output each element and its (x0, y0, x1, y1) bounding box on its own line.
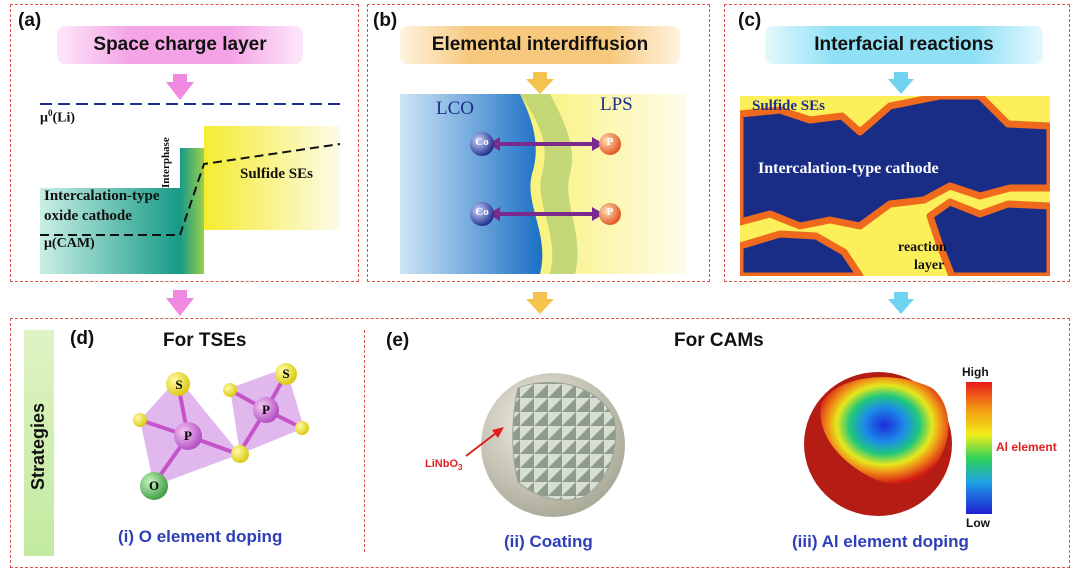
panel-b-title: Elemental interdiffusion (400, 26, 680, 64)
panel-c-to-strategy-arrow-icon (888, 292, 914, 314)
strategies-label: Strategies (28, 402, 48, 490)
mu-cam-line (40, 143, 341, 236)
sulfide-label-c: Sulfide SEs (752, 98, 825, 114)
s-atom-small-1 (133, 413, 147, 427)
panel-a-title: Space charge layer (57, 26, 303, 64)
caption-al-doping: (iii) Al element doping (792, 532, 969, 551)
strategies-side-bar (24, 330, 54, 556)
s-atom-bridge (231, 445, 249, 463)
lco-region (400, 94, 543, 274)
panel-e-title: For CAMs (674, 330, 764, 351)
co-label-bottom: Co (475, 206, 489, 218)
cathode-label-c: Intercalation-type cathode (758, 160, 939, 177)
panel-b-label: (b) (373, 10, 398, 31)
co-atom-bottom (470, 202, 494, 226)
caption-coating: (ii) Coating (504, 532, 593, 551)
interdiffusion-diagram (400, 94, 686, 274)
panel-e-label: (e) (386, 330, 410, 351)
interphase-label: Interphase (160, 137, 172, 188)
cathode-grain-top (740, 96, 1050, 230)
p-label-top: P (606, 136, 614, 148)
coated-particle (481, 373, 625, 517)
cathode-block (40, 188, 180, 274)
reaction-layer-label-line2: layer (914, 258, 945, 273)
electrolyte-label-a: Sulfide SEs (240, 166, 313, 182)
panel-a-label: (a) (18, 10, 42, 31)
cathode-label-line2: oxide cathode (44, 208, 132, 224)
particle-cutaway (820, 377, 949, 484)
interfacial-reaction-diagram (740, 96, 1050, 276)
o-atom (140, 472, 168, 500)
lps-label: LPS (600, 94, 633, 115)
p-label-bottom: P (606, 206, 614, 218)
cathode-grain-bottom-right (926, 198, 1050, 276)
panel-b-to-strategy-arrow-icon (526, 292, 554, 314)
caption-o-doping: (i) O element doping (118, 527, 283, 546)
panel-c-frame (724, 4, 1070, 282)
panel-a-frame (10, 4, 359, 282)
p-atom-right (253, 397, 279, 423)
o-doped-molecule (133, 363, 309, 500)
strategies-frame (10, 318, 1070, 568)
interphase-block (180, 148, 204, 274)
s-atom-small-3 (295, 421, 309, 435)
p-atom-top (599, 133, 621, 155)
s-atom-right (275, 363, 297, 385)
atom-label-s-right: S (282, 366, 290, 381)
co-label-top: Co (475, 136, 489, 148)
panel-d-label: (d) (70, 328, 95, 349)
atom-label-s-left: S (175, 377, 183, 392)
panel-d-title: For TSEs (163, 330, 247, 351)
electrolyte-block (204, 126, 340, 230)
space-charge-diagram (40, 103, 341, 274)
s-atom-left (166, 372, 190, 396)
mixed-region (520, 94, 578, 274)
p-atom-bottom (599, 203, 621, 225)
arrow-head-top-right (592, 137, 604, 151)
panel-c-title: Interfacial reactions (765, 26, 1043, 64)
panel-a-to-strategy-arrow-icon (166, 290, 194, 316)
panel-b-down-arrow-icon (526, 72, 554, 94)
atom-label-p-left: P (184, 428, 192, 443)
exposed-core (512, 381, 616, 501)
mu-li-label: μ0(Li) (40, 108, 75, 126)
panel-b-frame (367, 4, 710, 282)
coating-pointer-arrow-icon (465, 427, 504, 457)
co-atom-top (470, 132, 494, 156)
panel-c-label: (c) (738, 10, 762, 31)
colorbar (966, 382, 992, 514)
panel-c-down-arrow-icon (888, 72, 914, 94)
reaction-layer-pointer (891, 221, 901, 245)
panel-a-down-arrow-icon (166, 74, 194, 100)
coating-label: LiNbO3 (425, 458, 463, 473)
strategy-divider (364, 330, 365, 552)
p-atom-left (174, 422, 202, 450)
reaction-layer-label-line1: reaction (898, 240, 947, 255)
colorbar-low-label: Low (966, 516, 990, 530)
al-doped-particle (804, 372, 952, 516)
lco-label: LCO (436, 98, 474, 119)
mu-cam-label: μ(CAM) (44, 236, 95, 251)
colorbar-high-label: High (962, 365, 989, 379)
colorbar-axis-label: Al element (996, 440, 1057, 454)
cathode-label-line1: Intercalation-type (44, 188, 160, 204)
cathode-grain-bottom-left (740, 230, 864, 276)
s-atom-small-2 (223, 383, 237, 397)
atom-label-o: O (148, 478, 160, 493)
arrow-head-bottom-right (592, 207, 604, 221)
atom-label-p-right: P (262, 402, 270, 417)
